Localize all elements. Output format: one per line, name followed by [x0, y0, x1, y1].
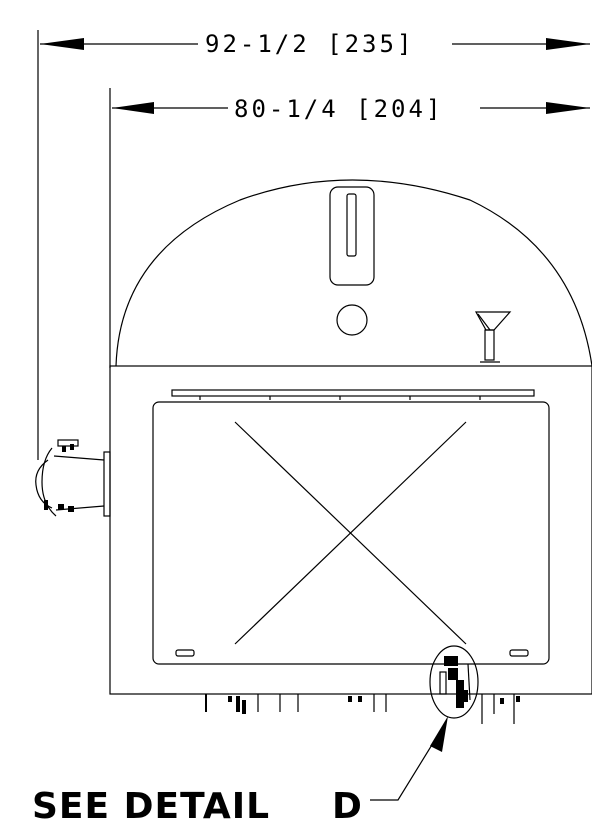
- overall-dimension-text: 92-1/2 [235]: [205, 30, 414, 58]
- inner-dimension-text: 80-1/4 [204]: [234, 95, 443, 123]
- top-rail: [171, 389, 535, 400]
- see-detail-label: SEE DETAIL: [32, 786, 270, 827]
- dome-outline: [115, 179, 592, 367]
- funnel-stand: [474, 311, 512, 363]
- door-slot-right: [509, 649, 529, 657]
- inner-dimension: 80-1/4 [204]: [112, 95, 590, 123]
- door-cross-line-b: [234, 421, 467, 645]
- circular-port: [336, 304, 368, 336]
- bottom-fittings: [205, 694, 520, 724]
- main-body: [109, 365, 592, 695]
- door-panel: [152, 401, 550, 665]
- detail-d-region: [429, 645, 479, 719]
- side-pipe-assembly: [35, 439, 111, 517]
- overall-dimension: 92-1/2 [235]: [40, 30, 590, 58]
- top-handle: [329, 186, 375, 286]
- door-slot-left: [175, 649, 195, 657]
- detail-id: D: [332, 786, 363, 827]
- detail-leader: [370, 716, 448, 801]
